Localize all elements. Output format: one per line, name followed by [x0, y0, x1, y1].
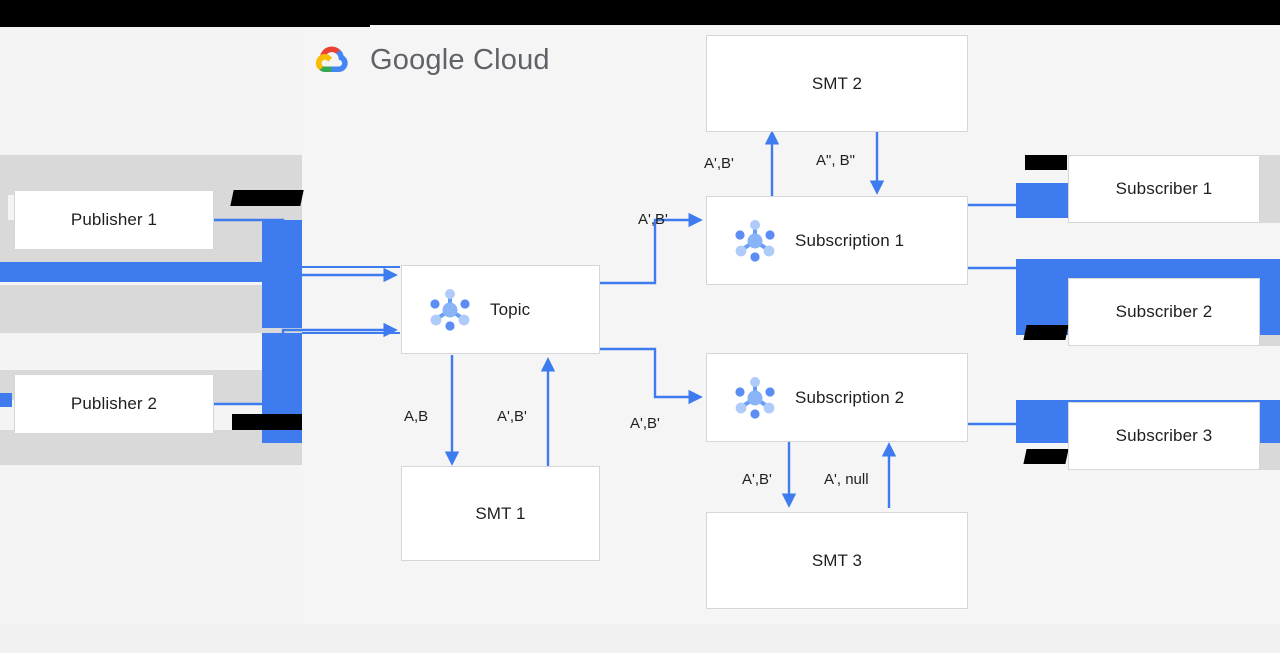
node-subscriber-1[interactable]: Subscriber 1	[1068, 155, 1260, 223]
edge-label-smt1-to-topic: A',B'	[497, 408, 527, 425]
node-publisher-2[interactable]: Publisher 2	[14, 374, 214, 434]
occlusion-block	[0, 393, 12, 407]
pubsub-subscription-icon	[735, 376, 775, 419]
top-black-bar-right	[370, 0, 1280, 25]
node-topic[interactable]: Topic	[401, 265, 600, 354]
node-label: Subscription 1	[795, 230, 905, 250]
occlusion-block	[0, 262, 262, 282]
node-smt-1[interactable]: SMT 1	[401, 466, 600, 561]
occlusion-block	[262, 220, 302, 328]
node-subscription-2[interactable]: Subscription 2	[706, 353, 968, 442]
edge-label-smt2-to-sub1: A", B"	[816, 152, 855, 169]
node-publisher-1[interactable]: Publisher 1	[14, 190, 214, 250]
top-black-bar-left	[0, 0, 370, 27]
edge-label-smt3-to-sub2: A', null	[824, 471, 869, 488]
pubsub-subscription-icon	[735, 219, 775, 262]
redaction-bar	[1025, 155, 1067, 170]
node-smt-2[interactable]: SMT 2	[706, 35, 968, 132]
node-label: Publisher 1	[70, 210, 158, 229]
google-cloud-logo: Google Cloud	[308, 40, 550, 80]
occlusion-band	[0, 430, 302, 465]
occlusion-band	[0, 195, 8, 220]
occlusion-band	[0, 285, 302, 333]
redaction-bar	[230, 190, 304, 206]
node-label: Subscriber 1	[1115, 179, 1213, 198]
google-cloud-logo-icon	[315, 46, 348, 72]
node-label: SMT 2	[811, 73, 863, 93]
pubsub-topic-icon	[430, 288, 470, 331]
edge-label-topic-to-sub1: A',B'	[638, 211, 668, 228]
edge-label-topic-to-sub2: A',B'	[630, 415, 660, 432]
occlusion-band	[0, 155, 302, 195]
redaction-bar	[1023, 325, 1069, 340]
redaction-bar	[1023, 449, 1069, 464]
node-label: SMT 3	[811, 550, 863, 570]
node-label: Publisher 2	[70, 394, 158, 413]
node-subscriber-3[interactable]: Subscriber 3	[1068, 402, 1260, 470]
node-label: Topic	[490, 299, 531, 319]
occlusion-band	[1260, 155, 1280, 223]
edge-label-sub1-to-smt2: A',B'	[704, 155, 734, 172]
occlusion-block	[1016, 183, 1068, 218]
node-label: Subscriber 3	[1115, 426, 1213, 445]
node-label: Subscription 2	[795, 387, 905, 407]
edge-label-sub2-to-smt3: A',B'	[742, 471, 772, 488]
node-subscription-1[interactable]: Subscription 1	[706, 196, 968, 285]
bottom-strip	[0, 624, 1280, 653]
node-label: Subscriber 2	[1115, 302, 1213, 321]
redaction-bar	[232, 414, 302, 430]
edge-label-topic-to-smt1: A,B	[404, 408, 429, 425]
google-cloud-logo-text: Google Cloud	[370, 43, 550, 76]
node-label: SMT 1	[475, 503, 526, 523]
node-subscriber-2[interactable]: Subscriber 2	[1068, 278, 1260, 346]
node-smt-3[interactable]: SMT 3	[706, 512, 968, 609]
